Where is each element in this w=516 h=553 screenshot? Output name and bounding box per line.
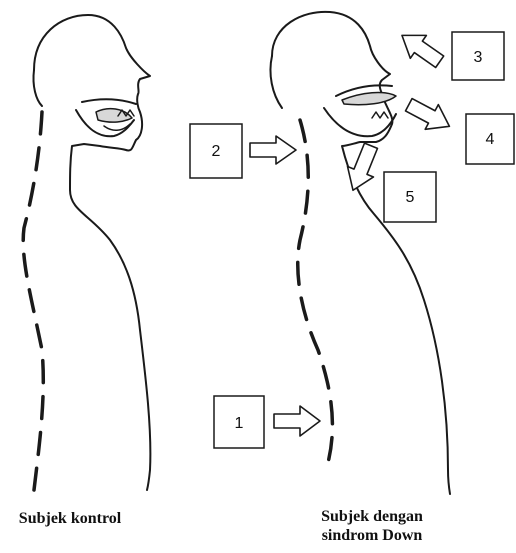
- callout-label-4: 4: [486, 131, 495, 148]
- control-neck-back: [33, 70, 42, 106]
- arrow-2-icon: [250, 136, 296, 164]
- callout-label-2: 2: [212, 143, 221, 160]
- arrow-4-icon: [402, 92, 456, 138]
- down-neck-back: [270, 56, 282, 108]
- callout-box-4: 4: [466, 114, 514, 164]
- control-spine-dashes: [23, 112, 43, 490]
- control-body-outline: [34, 15, 150, 490]
- caption-down-line-1: Subjek dengan: [297, 507, 447, 526]
- control-palate: [82, 99, 136, 104]
- arrow-5-icon: [340, 141, 384, 196]
- callout-box-5: 5: [384, 172, 436, 222]
- callout-label-3: 3: [474, 49, 483, 66]
- callout-label-1: 1: [235, 415, 244, 432]
- caption-down-line-2: sindrom Down: [297, 526, 447, 545]
- arrow-3-icon: [394, 24, 448, 73]
- caption-control-text: Subjek kontrol: [0, 509, 140, 528]
- caption-down-syndrome: Subjek dengan sindrom Down: [297, 507, 447, 545]
- down-teeth: [372, 112, 388, 118]
- down-mandible: [324, 108, 396, 136]
- down-tongue: [342, 93, 396, 105]
- arrow-1-icon: [274, 406, 320, 436]
- callout-box-1: 1: [214, 396, 264, 448]
- control-subject-figure: [23, 15, 150, 490]
- callout-label-5: 5: [406, 189, 415, 206]
- caption-control: Subjek kontrol: [0, 509, 140, 528]
- callout-box-3: 3: [452, 32, 504, 80]
- callout-box-2: 2: [190, 124, 242, 178]
